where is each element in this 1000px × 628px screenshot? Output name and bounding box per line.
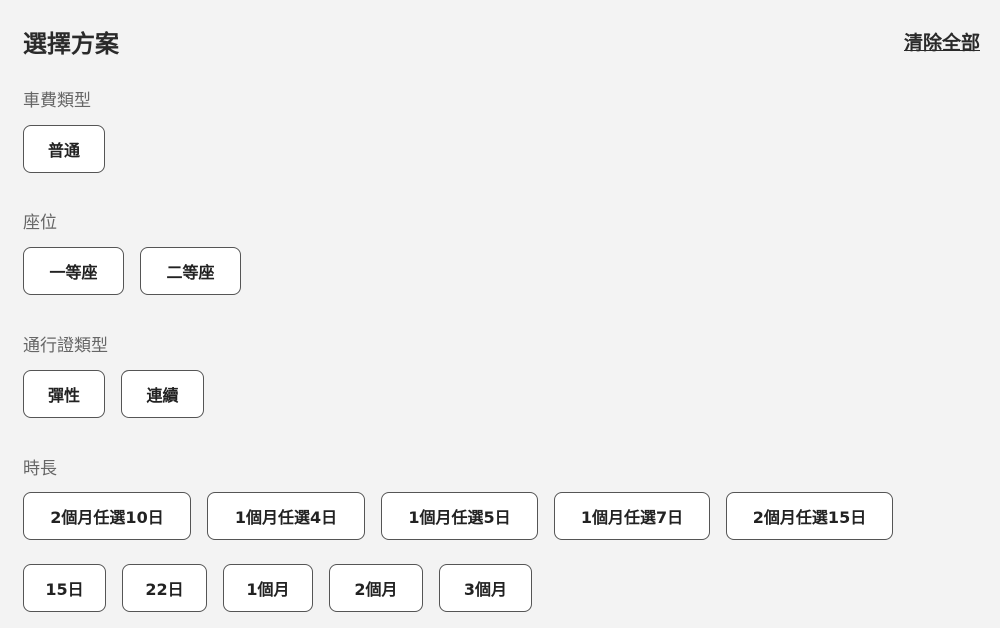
option-button[interactable]: 彈性 [23,370,105,418]
option-button[interactable]: 1個月任選4日 [207,492,365,540]
option-button[interactable]: 3個月 [439,564,532,612]
page-title: 選擇方案 [23,30,119,58]
duration-options-row-1: 2個月任選10日 1個月任選4日 1個月任選5日 1個月任選7日 2個月任選15… [23,492,893,540]
fare-type-options: 普通 [23,125,105,173]
option-button[interactable]: 2個月任選10日 [23,492,191,540]
option-button[interactable]: 1個月任選5日 [381,492,538,540]
option-button[interactable]: 1個月 [223,564,313,612]
pass-type-label: 通行證類型 [23,336,108,356]
option-button[interactable]: 普通 [23,125,105,173]
option-button[interactable]: 2個月任選15日 [726,492,893,540]
option-button[interactable]: 一等座 [23,247,124,295]
duration-label: 時長 [23,459,57,479]
clear-all-link[interactable]: 清除全部 [903,32,980,54]
duration-options-row-2: 15日 22日 1個月 2個月 3個月 [23,564,532,612]
option-button[interactable]: 15日 [23,564,106,612]
option-button[interactable]: 連續 [121,370,204,418]
pass-type-options: 彈性 連續 [23,370,204,418]
seat-options: 一等座 二等座 [23,247,241,295]
seat-label: 座位 [23,213,57,233]
option-button[interactable]: 1個月任選7日 [554,492,710,540]
option-button[interactable]: 2個月 [329,564,423,612]
option-button[interactable]: 22日 [122,564,207,612]
fare-type-label: 車費類型 [23,91,91,111]
option-button[interactable]: 二等座 [140,247,241,295]
